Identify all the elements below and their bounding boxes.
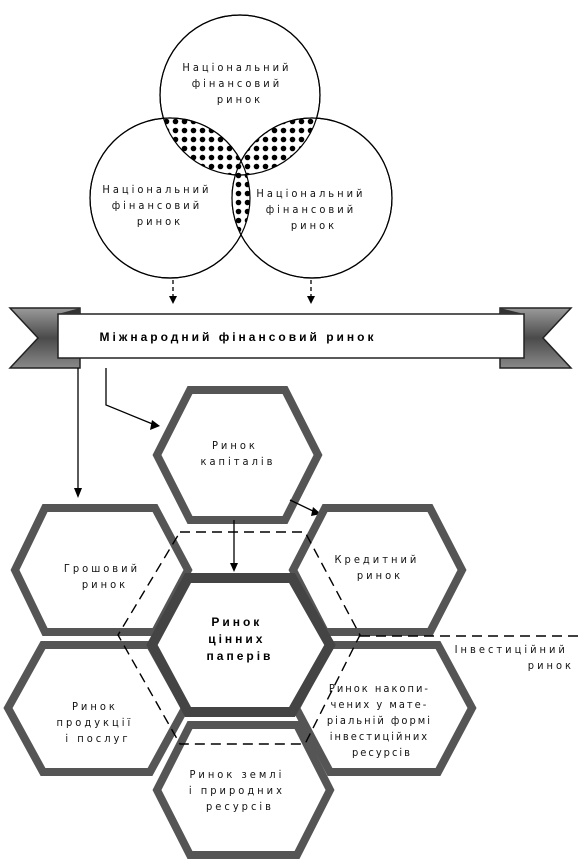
circle-to-banner-arrows: [169, 280, 315, 304]
investment-market-outline: [117, 531, 361, 745]
overlap-top-left: [160, 118, 250, 175]
banner-international-market: Міжнародний фінансовий ринок: [8, 307, 573, 369]
banner-label: Міжнародний фінансовий ринок: [100, 330, 377, 344]
hex-land-market: [152, 721, 335, 859]
hex-money-label: Грошовий ринок: [64, 562, 146, 591]
overlap-top-right: [232, 118, 320, 175]
circle-right-label: Національний фінансовий ринок: [256, 187, 371, 232]
investment-market-label: Інвестиційний ринок: [455, 643, 574, 672]
banner-arrows: [74, 368, 160, 498]
hex-capital-market: [152, 386, 323, 524]
hex-land-label: Ринок землі і природних ресурсів: [189, 768, 291, 813]
hex-credit-market: [288, 504, 467, 636]
hex-accum-label: Ринок накопи- чених у мате- ріальній фор…: [327, 682, 437, 759]
hex-capital-label: Ринок капіталів: [200, 439, 275, 468]
venn-diagram: Національний фінансовий ринок Національн…: [89, 14, 393, 279]
circle-left-label: Національний фінансовий ринок: [102, 183, 217, 228]
hex-securities-label: Ринок цінних паперів: [207, 615, 274, 663]
hex-credit-label: Кредитний ринок: [335, 553, 426, 582]
circle-top-label: Національний фінансовий ринок: [182, 61, 297, 106]
hex-products-label: Ринок продукції і послуг: [57, 700, 140, 745]
hex-securities-market: [146, 573, 336, 717]
